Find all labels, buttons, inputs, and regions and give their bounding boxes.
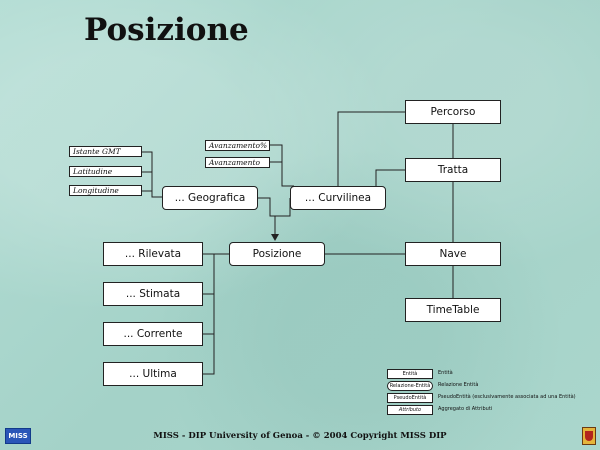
legend-attributes-symbol: Attributo (387, 405, 433, 415)
node-corrente: ... Corrente (103, 322, 203, 346)
legend-pseudo-symbol: PseudoEntità (387, 393, 433, 403)
node-rilevata: ... Rilevata (103, 242, 203, 266)
attr-latitudine: Latitudine (69, 166, 142, 177)
attr-avanzamento-pct: Avanzamento% (205, 140, 270, 151)
miss-logo: MISS (5, 428, 31, 444)
university-crest-icon (582, 427, 596, 445)
legend-entity-label: Entità (438, 370, 453, 376)
node-curvilinea: ... Curvilinea (290, 186, 386, 210)
legend-relation-symbol: Relazione-Entità (387, 381, 433, 391)
node-geografica: ... Geografica (162, 186, 258, 210)
footer-copyright: MISS - DIP University of Genoa - © 2004 … (153, 431, 447, 441)
node-ultima: ... Ultima (103, 362, 203, 386)
attr-avanzamento: Avanzamento (205, 157, 270, 168)
attr-istante-gmt: Istante GMT (69, 146, 142, 157)
attr-longitudine: Longitudine (69, 185, 142, 196)
node-timetable: TimeTable (405, 298, 501, 322)
legend-pseudo-label: PseudoEntità (esclusivamente associata a… (438, 394, 576, 400)
node-posizione: Posizione (229, 242, 325, 266)
legend-relation-label: Relazione Entità (438, 382, 479, 388)
node-nave: Nave (405, 242, 501, 266)
node-percorso: Percorso (405, 100, 501, 124)
legend-attributes-label: Aggregato di Attributi (438, 406, 493, 412)
node-tratta: Tratta (405, 158, 501, 182)
legend-entity-symbol: Entità (387, 369, 433, 379)
slide-title: Posizione (84, 12, 249, 48)
node-stimata: ... Stimata (103, 282, 203, 306)
